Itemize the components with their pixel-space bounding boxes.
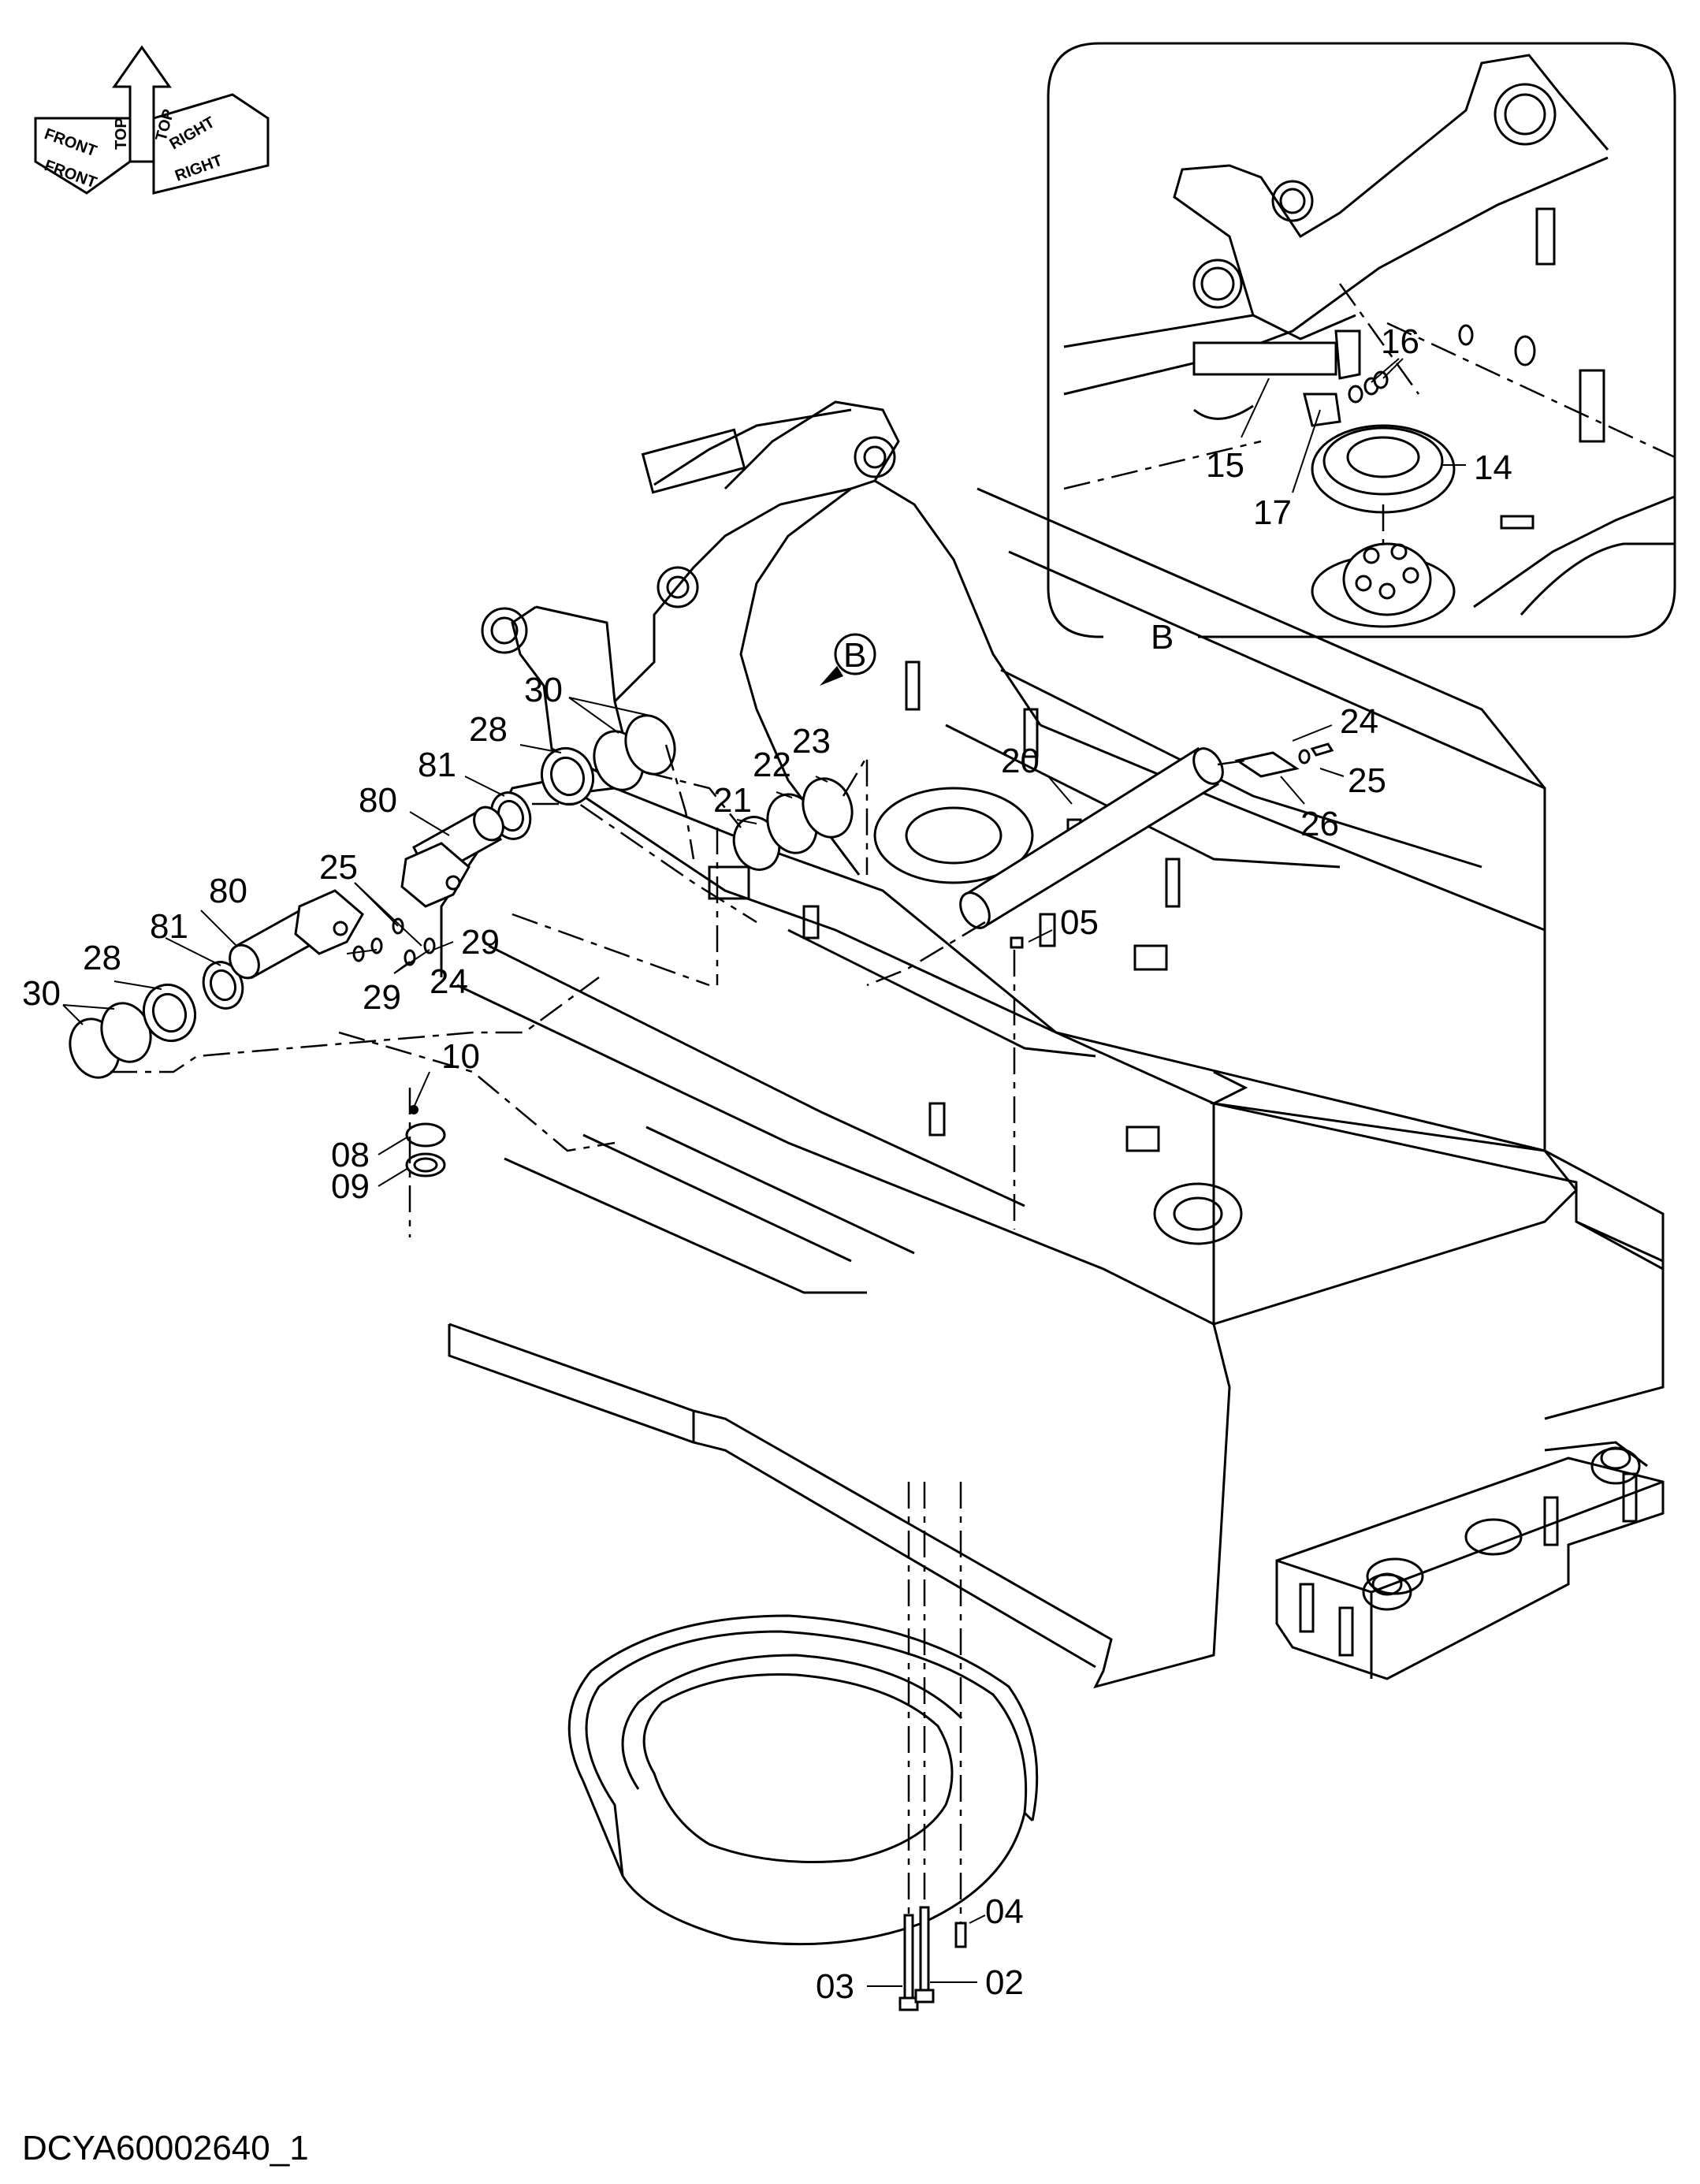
assembly-centerlines: [110, 744, 1246, 1923]
upper-pin-assembly: [400, 714, 676, 966]
detail-view-b: B: [1047, 42, 1676, 657]
part-label-80-upper: 80: [359, 781, 397, 820]
part-label-23: 23: [792, 722, 831, 761]
part-label-24-right: 24: [1340, 702, 1378, 741]
part-label-29-upper: 29: [461, 923, 500, 962]
swivel-joint: [1311, 542, 1456, 628]
part-16-washers: [1348, 370, 1389, 404]
part-label-20: 20: [1001, 742, 1040, 780]
part-label-10: 10: [441, 1037, 480, 1076]
part-26-stopper-plate: [1234, 742, 1334, 778]
part-05-bolt: [1010, 936, 1024, 949]
detail-view-label: B: [1151, 618, 1174, 657]
parts-08-09-10-grease-fitting: [405, 1105, 446, 1178]
detail-leaders: [1241, 358, 1466, 493]
part-label-03: 03: [816, 1967, 854, 2006]
part-label-09: 09: [331, 1167, 370, 1206]
part-label-81-upper: 81: [418, 746, 456, 784]
part-label-25-upper: 25: [319, 848, 358, 887]
leader-lines: [62, 697, 1345, 1987]
part-label-25-right: 25: [1348, 761, 1386, 800]
part-label-08: 08: [331, 1136, 370, 1174]
parts-21-22-23-shims: [732, 777, 854, 871]
part-label-05: 05: [1060, 903, 1099, 942]
part-label-80-lower: 80: [209, 872, 247, 910]
part-15-bracket: [1192, 329, 1361, 427]
orientation-top-mirror: TOP: [113, 117, 130, 150]
part-label-28-lower: 28: [83, 939, 121, 977]
part-label-28-upper: 28: [469, 710, 508, 749]
part-label-26: 26: [1300, 805, 1339, 843]
part-label-04: 04: [985, 1892, 1024, 1931]
part-label-24-upper: 24: [430, 962, 468, 1001]
detail-callout-label: B: [843, 636, 866, 675]
part-label-02: 02: [985, 1963, 1024, 2002]
part-label-29-lower: 29: [363, 978, 401, 1017]
part-14-seal-ring: [1311, 424, 1456, 544]
part-label-81-lower: 81: [150, 907, 188, 946]
detail-b-callout: B: [820, 633, 876, 686]
counterweight-mount: [1275, 1441, 1665, 1680]
orientation-indicator: TOP TOP FRONT FRONT RIGHT RIGHT: [34, 45, 270, 195]
part-label-17: 17: [1253, 493, 1292, 532]
part-labels: 30 28 81 80 25 29 24 29 80 81 28 30 10 0…: [22, 671, 1386, 2006]
part-label-15: 15: [1206, 446, 1244, 485]
swing-bearing-ring: [567, 1614, 1039, 1946]
part-label-14: 14: [1474, 448, 1512, 487]
detail-frame-structure: [1063, 54, 1676, 616]
upper-frame-body: [440, 400, 1665, 1689]
part-20-pin: [959, 746, 1224, 929]
part-label-22: 22: [753, 746, 791, 784]
part-label-16: 16: [1381, 322, 1419, 361]
part-label-30-upper: 30: [524, 671, 563, 709]
figure-code: DCYA60002640_1: [22, 2129, 309, 2167]
part-label-21: 21: [713, 781, 752, 820]
part-label-30-lower: 30: [22, 974, 61, 1013]
bolts-02-03-04: [898, 1906, 967, 2011]
lower-pin-assembly: [69, 889, 404, 1079]
